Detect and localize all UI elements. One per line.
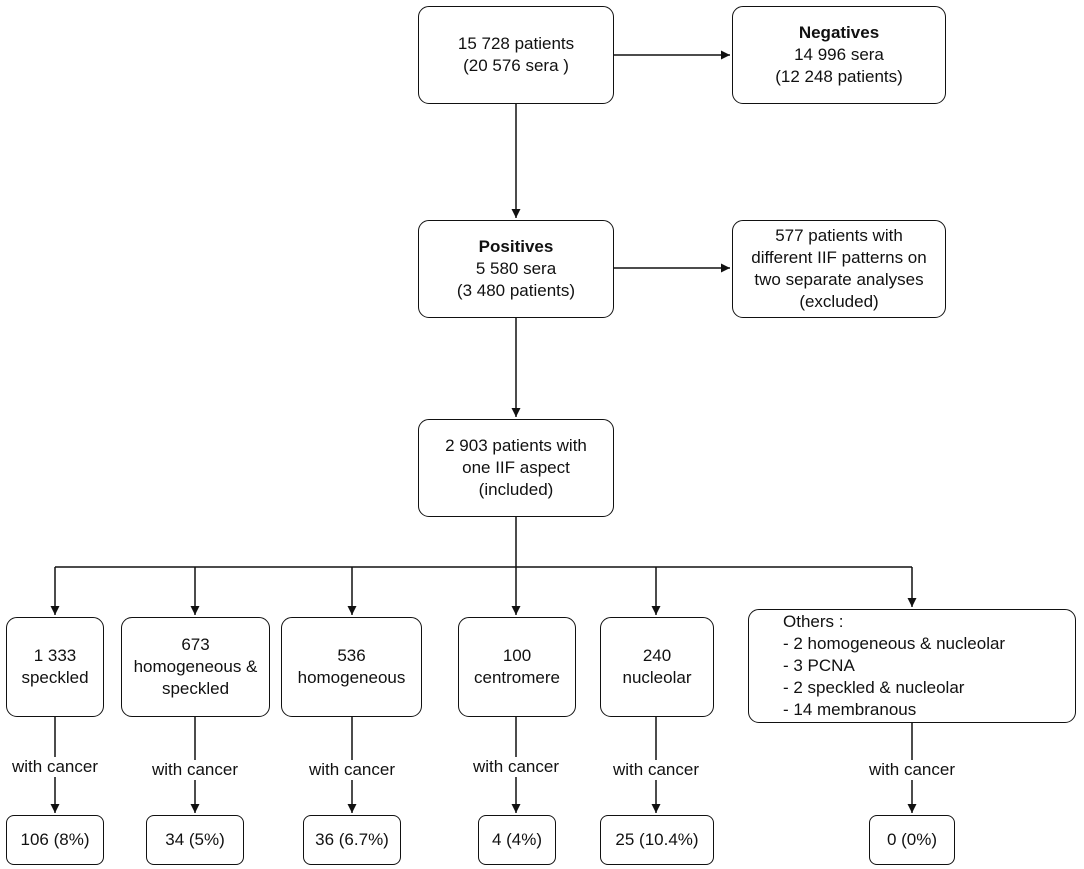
with-cancer-label: with cancer bbox=[860, 760, 964, 780]
with-cancer-label: with cancer bbox=[143, 760, 247, 780]
group-pattern: speckled bbox=[161, 679, 230, 698]
excluded-line: different IIF patterns on bbox=[751, 248, 927, 267]
group-count: 240 bbox=[642, 646, 672, 665]
result-centromere: 4 (4%) bbox=[478, 815, 556, 865]
positives-title: Positives bbox=[478, 237, 554, 256]
group-pattern: homogeneous & bbox=[133, 657, 258, 676]
positives-patients: (3 480 patients) bbox=[456, 281, 576, 300]
group-count: 100 bbox=[502, 646, 532, 665]
positives-sera: 5 580 sera bbox=[475, 259, 557, 278]
with-cancer-label: with cancer bbox=[464, 757, 568, 777]
included-box: 2 903 patients with one IIF aspect (incl… bbox=[418, 419, 614, 517]
included-line: 2 903 patients with bbox=[445, 436, 587, 455]
group-homogeneous-speckled-box: 673 homogeneous & speckled bbox=[121, 617, 270, 717]
group-centromere-box: 100 centromere bbox=[458, 617, 576, 717]
negatives-patients: (12 248 patients) bbox=[775, 67, 903, 86]
included-line: one IIF aspect bbox=[462, 458, 570, 477]
excluded-line: two separate analyses bbox=[754, 270, 924, 289]
start-box: 15 728 patients (20 576 sera ) bbox=[418, 6, 614, 104]
group-count: 536 bbox=[337, 646, 366, 665]
result-others: 0 (0%) bbox=[869, 815, 955, 865]
group-count: 1 333 bbox=[33, 646, 77, 665]
group-pattern: speckled bbox=[21, 668, 89, 687]
result-nucleolar: 25 (10.4%) bbox=[600, 815, 714, 865]
positives-box: Positives 5 580 sera (3 480 patients) bbox=[418, 220, 614, 318]
result-homogeneous-speckled: 34 (5%) bbox=[146, 815, 244, 865]
group-homogeneous-box: 536 homogeneous bbox=[281, 617, 422, 717]
excluded-line: (excluded) bbox=[799, 292, 879, 311]
group-count: 673 bbox=[181, 635, 210, 654]
group-pattern: nucleolar bbox=[622, 668, 692, 687]
others-item: - 3 PCNA bbox=[783, 656, 855, 675]
others-item: - 14 membranous bbox=[783, 700, 917, 719]
with-cancer-label: with cancer bbox=[300, 760, 404, 780]
others-item: - 2 homogeneous & nucleolar bbox=[783, 634, 1006, 653]
included-line: (included) bbox=[478, 480, 554, 499]
others-title: Others : bbox=[783, 612, 844, 631]
start-sera: (20 576 sera ) bbox=[463, 56, 569, 75]
negatives-sera: 14 996 sera bbox=[794, 45, 884, 64]
group-pattern: centromere bbox=[474, 668, 560, 687]
excluded-line: 577 patients with bbox=[775, 226, 903, 245]
group-nucleolar-box: 240 nucleolar bbox=[600, 617, 714, 717]
with-cancer-label: with cancer bbox=[3, 757, 107, 777]
result-homogeneous: 36 (6.7%) bbox=[303, 815, 401, 865]
result-speckled: 106 (8%) bbox=[6, 815, 104, 865]
group-speckled-box: 1 333 speckled bbox=[6, 617, 104, 717]
start-patients: 15 728 patients bbox=[457, 34, 575, 53]
others-item: - 2 speckled & nucleolar bbox=[783, 678, 965, 697]
with-cancer-label: with cancer bbox=[604, 760, 708, 780]
group-pattern: homogeneous bbox=[297, 668, 406, 687]
excluded-box: 577 patients with different IIF patterns… bbox=[732, 220, 946, 318]
negatives-box: Negatives 14 996 sera (12 248 patients) bbox=[732, 6, 946, 104]
negatives-title: Negatives bbox=[798, 23, 880, 42]
group-others-box: Others : - 2 homogeneous & nucleolar - 3… bbox=[748, 609, 1076, 723]
